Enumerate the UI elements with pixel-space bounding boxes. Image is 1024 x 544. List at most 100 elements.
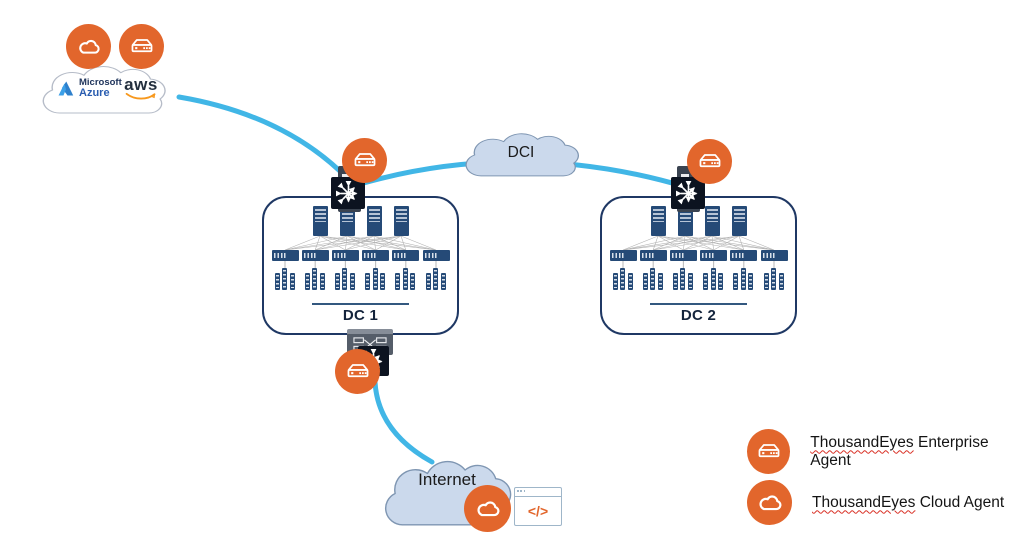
enterprise-agent-badge-provider bbox=[119, 24, 164, 69]
server-tower bbox=[718, 273, 724, 290]
server-tower bbox=[410, 273, 416, 290]
server-rack-group bbox=[334, 268, 356, 290]
server-tower bbox=[748, 273, 754, 290]
server-tower bbox=[289, 273, 295, 290]
enterprise-agent-icon bbox=[756, 439, 782, 465]
spine-switch bbox=[393, 206, 409, 236]
server-rack-group bbox=[642, 268, 664, 290]
code-window-label: </> bbox=[527, 502, 549, 519]
dc2-box: DC 2 bbox=[600, 196, 797, 335]
spine-switch bbox=[650, 206, 666, 236]
spine-leaf-mesh bbox=[622, 235, 775, 268]
leaf-switch bbox=[669, 250, 697, 261]
server-tower bbox=[771, 268, 776, 290]
server-tower bbox=[425, 273, 431, 290]
azure-logo: Microsoft Azure bbox=[56, 78, 122, 100]
server-rack-group bbox=[274, 268, 296, 290]
server-tower bbox=[334, 273, 340, 290]
cloud-agent-icon bbox=[76, 34, 102, 60]
server-rack-group bbox=[304, 268, 326, 290]
dc2-label: DC 2 bbox=[680, 307, 717, 324]
server-rack-group bbox=[395, 268, 416, 290]
legend-enterprise-rest: Enterprise Agent bbox=[810, 433, 989, 469]
dc2-l3-switch bbox=[671, 177, 705, 209]
dc1-label: DC 1 bbox=[342, 307, 379, 324]
cloud-agent-badge-internet bbox=[464, 485, 511, 532]
server-tower bbox=[620, 268, 625, 290]
server-tower bbox=[672, 273, 678, 290]
legend-cloud-word: ThousandEyes bbox=[812, 493, 916, 511]
link-dc1-to-internet bbox=[372, 379, 435, 465]
dci-cloud-label: DCI bbox=[507, 144, 535, 161]
azure-label-line1: Microsoft bbox=[79, 77, 122, 88]
cloud-agent-icon bbox=[474, 495, 502, 523]
leaf-switch bbox=[760, 250, 788, 261]
dc1-underline bbox=[312, 303, 409, 305]
internet-cloud-label: Internet bbox=[418, 470, 476, 489]
aws-logo: aws bbox=[123, 76, 159, 101]
leaf-switch bbox=[730, 250, 758, 261]
leaf-switch bbox=[700, 250, 728, 261]
server-tower bbox=[433, 268, 438, 290]
dc2-underline bbox=[650, 303, 747, 305]
spine-switch bbox=[339, 206, 355, 236]
enterprise-agent-icon bbox=[697, 149, 723, 175]
azure-triangle-icon bbox=[58, 81, 74, 96]
leaf-switch bbox=[639, 250, 667, 261]
server-tower bbox=[342, 268, 348, 290]
server-tower bbox=[687, 273, 693, 290]
server-tower bbox=[657, 273, 663, 290]
link-provider-to-dc1 bbox=[176, 94, 350, 181]
server-tower bbox=[680, 268, 686, 290]
server-tower bbox=[440, 273, 446, 290]
enterprise-agent-badge-internet-edge bbox=[335, 349, 380, 394]
server-rack-group bbox=[612, 268, 634, 290]
spine-switch bbox=[366, 206, 382, 236]
server-tower bbox=[612, 273, 618, 290]
leaf-switch bbox=[362, 250, 390, 261]
leaf-switch bbox=[301, 250, 329, 261]
server-rack-group bbox=[733, 268, 754, 290]
server-tower bbox=[402, 268, 408, 290]
server-tower bbox=[282, 268, 287, 290]
server-tower bbox=[395, 273, 401, 290]
cloud-agent-badge-provider bbox=[66, 24, 111, 69]
server-rack-group bbox=[703, 268, 724, 290]
spine-leaf-mesh bbox=[284, 235, 437, 268]
legend-cloud-rest: Cloud Agent bbox=[915, 493, 1005, 511]
server-tower bbox=[650, 268, 656, 290]
l3-switch-icon bbox=[675, 180, 702, 207]
legend-cloud-agent-badge bbox=[747, 480, 792, 525]
server-tower bbox=[304, 273, 310, 290]
spine-switch bbox=[677, 206, 693, 236]
legend-row-enterprise: ThousandEyes Enterprise Agent bbox=[747, 429, 1024, 474]
enterprise-agent-icon bbox=[129, 34, 155, 60]
code-window-titlebar bbox=[515, 488, 561, 497]
server-tower bbox=[710, 268, 716, 290]
server-rack-group bbox=[672, 268, 694, 290]
dc1-box: DC 1 bbox=[262, 196, 459, 335]
spine-switch bbox=[731, 206, 747, 236]
legend-cloud-label: ThousandEyes Cloud Agent bbox=[812, 494, 1004, 512]
server-rack-group bbox=[365, 268, 386, 290]
azure-label-line2: Azure bbox=[79, 86, 110, 99]
server-rack-group bbox=[763, 268, 785, 290]
spine-switch bbox=[704, 206, 720, 236]
server-tower bbox=[627, 273, 633, 290]
legend-enterprise-agent-badge bbox=[747, 429, 791, 474]
server-tower bbox=[274, 273, 280, 290]
server-tower bbox=[778, 273, 784, 290]
enterprise-agent-badge-dc2 bbox=[687, 139, 732, 184]
enterprise-agent-icon bbox=[345, 359, 371, 385]
leaf-switch bbox=[271, 250, 299, 261]
server-tower bbox=[642, 273, 648, 290]
enterprise-agent-icon bbox=[352, 148, 378, 174]
l3-switch-icon bbox=[335, 180, 362, 207]
enterprise-agent-badge-dc1 bbox=[342, 138, 387, 183]
legend-enterprise-word: ThousandEyes bbox=[810, 433, 914, 451]
leaf-switch bbox=[422, 250, 450, 261]
server-tower bbox=[740, 268, 746, 290]
server-tower bbox=[763, 273, 769, 290]
